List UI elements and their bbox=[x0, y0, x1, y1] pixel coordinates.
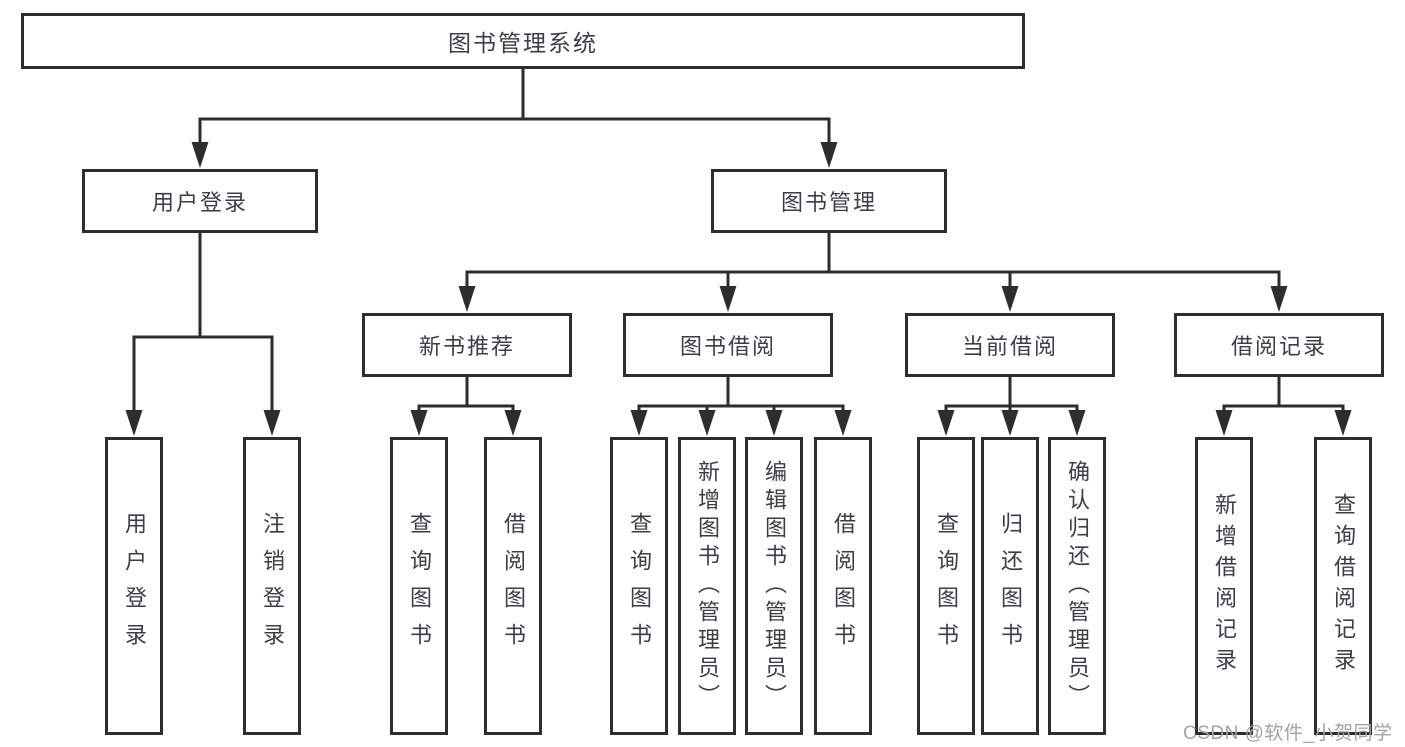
leaf-query-books-current-label: 查询图书 bbox=[934, 512, 959, 660]
leaf-return-books-label: 归还图书 bbox=[998, 512, 1023, 660]
leaf-return-books: 归还图书 bbox=[981, 437, 1039, 735]
node-book-management-label: 图书管理 bbox=[780, 190, 877, 215]
leaf-borrow-books-recommend-label: 借阅图书 bbox=[501, 512, 526, 660]
connector-borrowing-records-children bbox=[1215, 375, 1352, 436]
connector-user-login-children bbox=[125, 231, 281, 436]
leaf-borrow-books-borrowing: 借阅图书 bbox=[814, 437, 872, 735]
leaf-add-books-admin-label: 新增图书（管理员） bbox=[695, 460, 720, 712]
leaf-add-borrow-record-label: 新增借阅记录 bbox=[1212, 493, 1237, 679]
leaf-borrow-books-recommend: 借阅图书 bbox=[484, 437, 542, 735]
node-user-login: 用户登录 bbox=[82, 169, 318, 233]
node-library-system-label: 图书管理系统 bbox=[448, 30, 598, 56]
connector-book-borrowing-children bbox=[630, 375, 852, 436]
leaf-user-login: 用户登录 bbox=[105, 437, 163, 735]
node-library-system: 图书管理系统 bbox=[21, 13, 1025, 69]
leaf-edit-books-admin: 编辑图书（管理员） bbox=[745, 437, 803, 735]
leaf-query-borrow-record: 查询借阅记录 bbox=[1314, 437, 1372, 735]
leaf-user-login-label: 用户登录 bbox=[122, 512, 147, 660]
connector-current-borrowing-children bbox=[937, 375, 1086, 436]
node-book-borrowing-label: 图书借阅 bbox=[679, 334, 776, 359]
leaf-query-books-current: 查询图书 bbox=[917, 437, 975, 735]
leaf-query-books-recommend-label: 查询图书 bbox=[407, 512, 432, 660]
leaf-edit-books-admin-label: 编辑图书（管理员） bbox=[762, 460, 787, 712]
node-book-management: 图书管理 bbox=[711, 169, 947, 233]
leaf-borrow-books-borrowing-label: 借阅图书 bbox=[831, 512, 856, 660]
node-new-book-recommend: 新书推荐 bbox=[362, 313, 572, 377]
csdn-watermark: CSDN @软件_小贺同学 bbox=[1183, 723, 1393, 744]
leaf-logout: 注销登录 bbox=[243, 437, 301, 735]
leaf-query-books-recommend: 查询图书 bbox=[390, 437, 448, 735]
node-book-borrowing: 图书借阅 bbox=[623, 313, 833, 377]
connector-root-to-level1 bbox=[191, 67, 838, 168]
leaf-confirm-return-admin: 确认归还（管理员） bbox=[1048, 437, 1106, 735]
node-current-borrowing: 当前借阅 bbox=[905, 313, 1115, 377]
leaf-logout-label: 注销登录 bbox=[260, 512, 285, 660]
leaf-confirm-return-admin-label: 确认归还（管理员） bbox=[1065, 460, 1090, 712]
node-borrowing-records: 借阅记录 bbox=[1174, 313, 1384, 377]
leaf-query-books-borrowing-label: 查询图书 bbox=[627, 512, 652, 660]
leaf-add-borrow-record: 新增借阅记录 bbox=[1195, 437, 1253, 735]
node-current-borrowing-label: 当前借阅 bbox=[961, 334, 1058, 359]
node-borrowing-records-label: 借阅记录 bbox=[1230, 334, 1327, 359]
connector-new-book-recommend-children bbox=[410, 375, 522, 436]
leaf-add-books-admin: 新增图书（管理员） bbox=[678, 437, 736, 735]
node-new-book-recommend-label: 新书推荐 bbox=[418, 334, 515, 359]
leaf-query-books-borrowing: 查询图书 bbox=[610, 437, 668, 735]
leaf-query-borrow-record-label: 查询借阅记录 bbox=[1331, 493, 1356, 679]
node-user-login-label: 用户登录 bbox=[151, 190, 248, 215]
connector-book-management-to-level2 bbox=[458, 231, 1288, 312]
